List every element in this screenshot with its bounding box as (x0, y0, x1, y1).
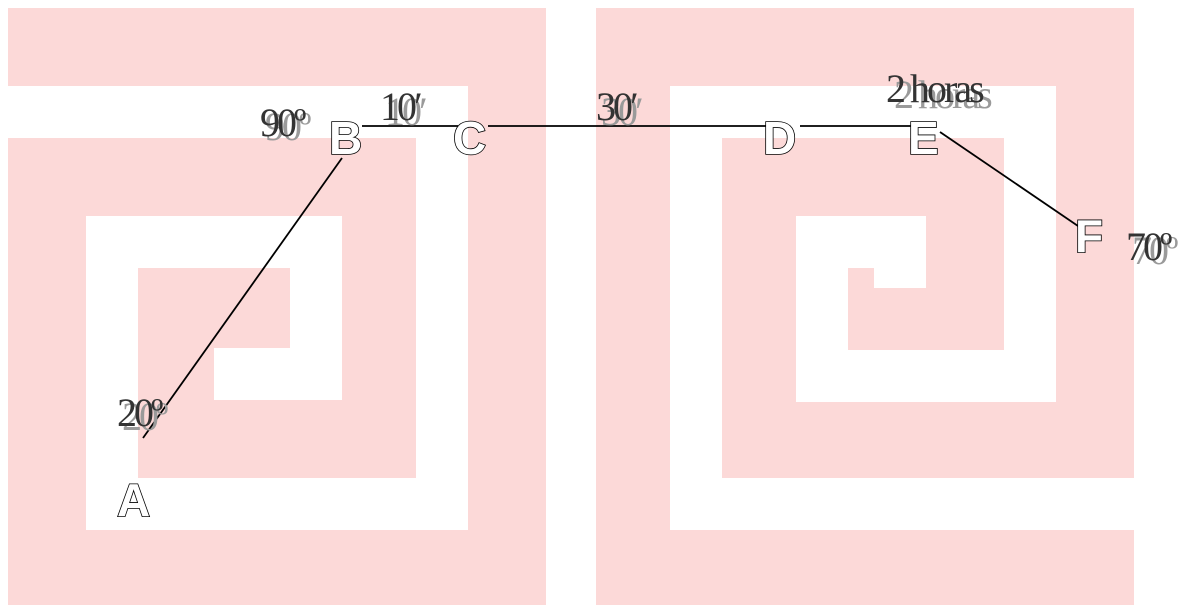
angle-a-label: 20º (117, 390, 163, 435)
angle-b-label: 90º (260, 100, 306, 145)
point-a: A (117, 474, 150, 526)
point-c: C (453, 112, 486, 164)
point-f: F (1075, 210, 1103, 262)
point-d: D (763, 112, 796, 164)
angle-f-label: 70º (1126, 224, 1172, 269)
point-b: B (329, 112, 362, 164)
point-e-label: 2 horas (886, 66, 984, 111)
segment-cd-label: 30′ (596, 84, 637, 129)
point-e: E (908, 112, 939, 164)
segment-bc-label: 10′ (380, 84, 421, 129)
